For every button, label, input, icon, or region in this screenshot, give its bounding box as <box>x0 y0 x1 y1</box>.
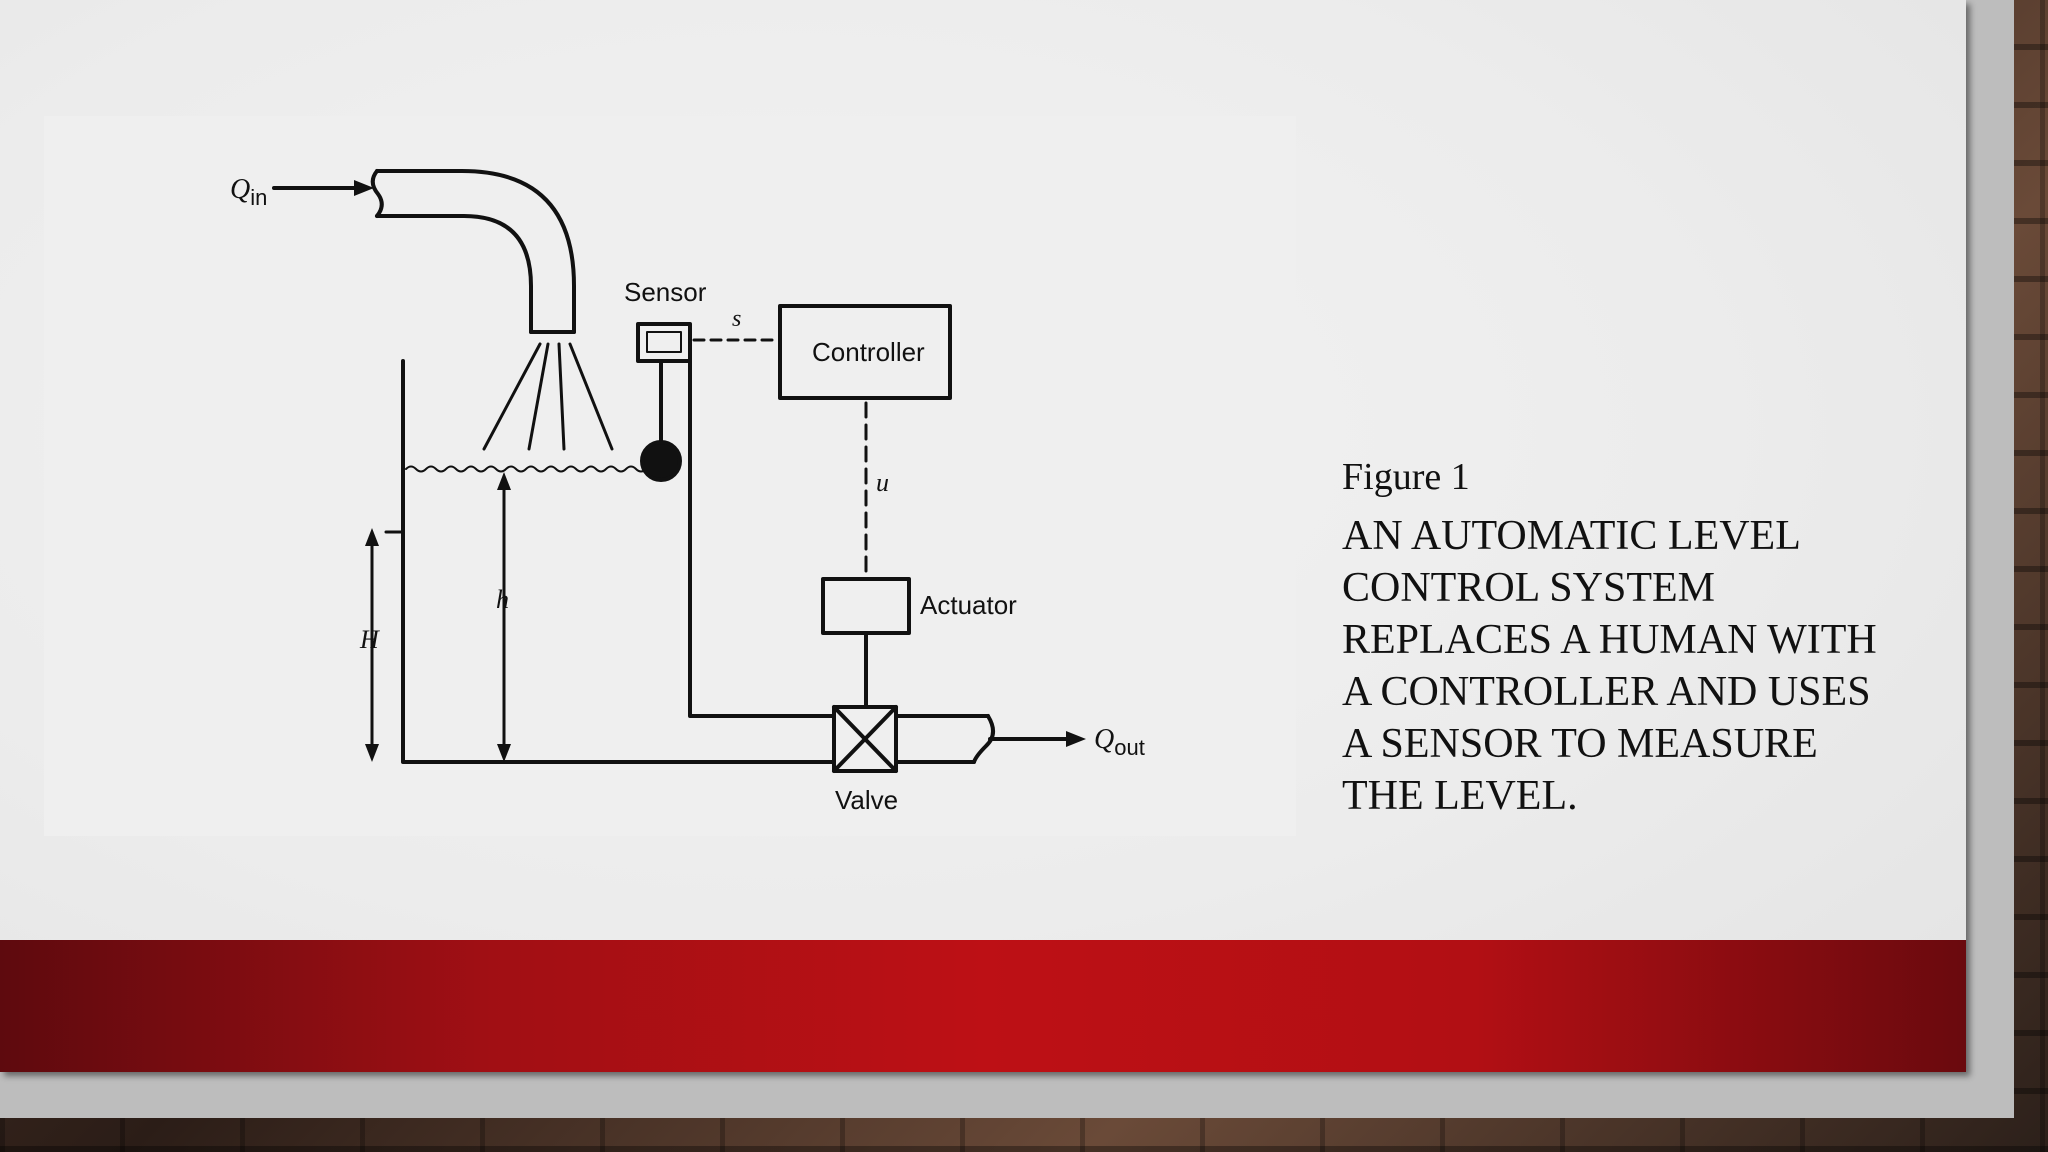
sensor <box>636 322 692 482</box>
spray-lines <box>482 342 614 451</box>
red-accent-band <box>0 940 1966 1072</box>
slide: Qin Sensor s Controller u Actuator Valve… <box>0 0 1966 1072</box>
actuator-box <box>821 577 911 635</box>
figure-number: Figure 1 <box>1342 456 1470 498</box>
h-label: h <box>496 585 509 614</box>
valve <box>832 705 898 773</box>
u-label: u <box>876 468 889 497</box>
outlet-pipe <box>894 714 995 764</box>
h-dimension <box>497 472 511 762</box>
q-out-arrow <box>988 731 1086 747</box>
valve-label: Valve <box>835 785 898 815</box>
caption-text: AN AUTOMATIC LEVEL CONTROL SYSTEM REPLAC… <box>1342 513 1877 819</box>
figure-caption: Figure 1 AN AUTOMATIC LEVEL CONTROL SYST… <box>1342 452 1902 822</box>
s-label: s <box>732 306 741 332</box>
tank <box>401 330 836 764</box>
controller-box <box>778 304 952 400</box>
level-control-diagram: Qin Sensor s Controller u Actuator Valve… <box>44 116 1296 836</box>
q-out-label: Qout <box>1094 724 1145 760</box>
water-surface <box>405 465 677 473</box>
H-dimension <box>365 528 405 762</box>
inlet-pipe <box>370 169 576 334</box>
controller-label: Controller <box>812 337 925 367</box>
sensor-label: Sensor <box>624 277 707 307</box>
q-in-label: Qin <box>230 174 267 210</box>
q-in-arrow <box>272 180 374 196</box>
H-label: H <box>359 625 380 654</box>
actuator-label: Actuator <box>920 590 1017 620</box>
